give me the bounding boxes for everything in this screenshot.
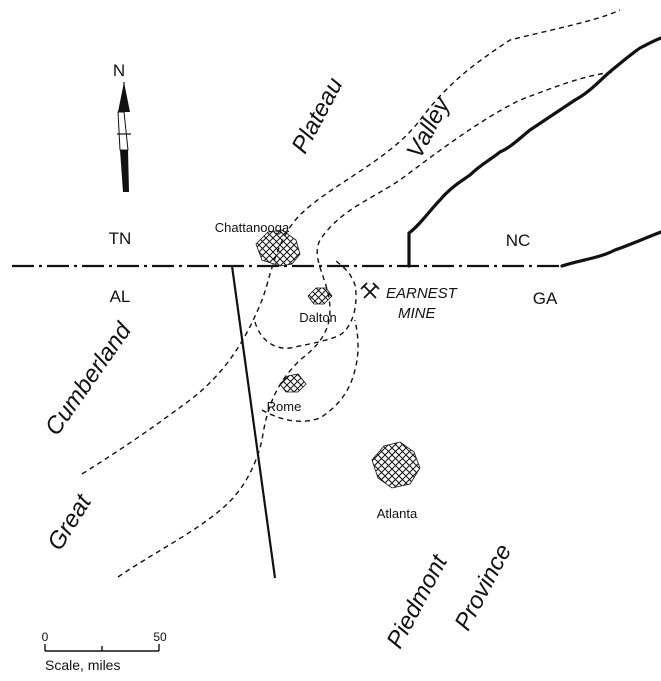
north-arrow-label: N <box>113 61 125 80</box>
state-label-nc: NC <box>506 231 531 250</box>
dalton-marker <box>307 287 333 305</box>
state-label-ga: GA <box>533 289 558 308</box>
city-label-rome: Rome <box>267 399 302 414</box>
mine-label-line1: EARNEST <box>386 285 459 302</box>
state-label-tn: TN <box>109 229 132 248</box>
region-label-valley: Valley <box>401 91 456 162</box>
blue-ridge-boundary <box>407 36 661 268</box>
state-border-al-ga <box>230 265 277 579</box>
city-label-atlanta: Atlanta <box>377 506 418 521</box>
scale-bar: 0 50 Scale, miles <box>42 630 167 673</box>
region-label-plateau: Plateau <box>286 73 348 158</box>
city-label-dalton: Dalton <box>299 310 337 325</box>
mine-label-line2: MINE <box>398 305 436 322</box>
north-arrow: N <box>113 61 131 192</box>
region-label-province: Province <box>449 540 517 635</box>
crossed-hammers-icon <box>360 282 380 299</box>
plateau-valley-boundary <box>81 9 621 475</box>
blue-ridge-boundary-south <box>560 230 661 268</box>
region-label-piedmont: Piedmont <box>381 549 453 652</box>
region-label-great: Great <box>42 489 97 555</box>
scale-tick-fifty: 50 <box>153 630 167 644</box>
atlanta-marker <box>371 441 421 489</box>
rome-valley-boundary <box>261 319 359 422</box>
state-label-al: AL <box>110 287 131 306</box>
chattanooga-marker <box>255 229 301 267</box>
scale-label: Scale, miles <box>45 657 120 673</box>
valley-piedmont-boundary <box>117 71 616 578</box>
city-label-chattanooga: Chattanooga <box>215 220 290 235</box>
rome-marker <box>279 373 307 393</box>
inner-valley-boundary <box>254 259 357 349</box>
scale-tick-zero: 0 <box>42 630 49 644</box>
region-label-cumberland: Cumberland <box>40 317 137 440</box>
